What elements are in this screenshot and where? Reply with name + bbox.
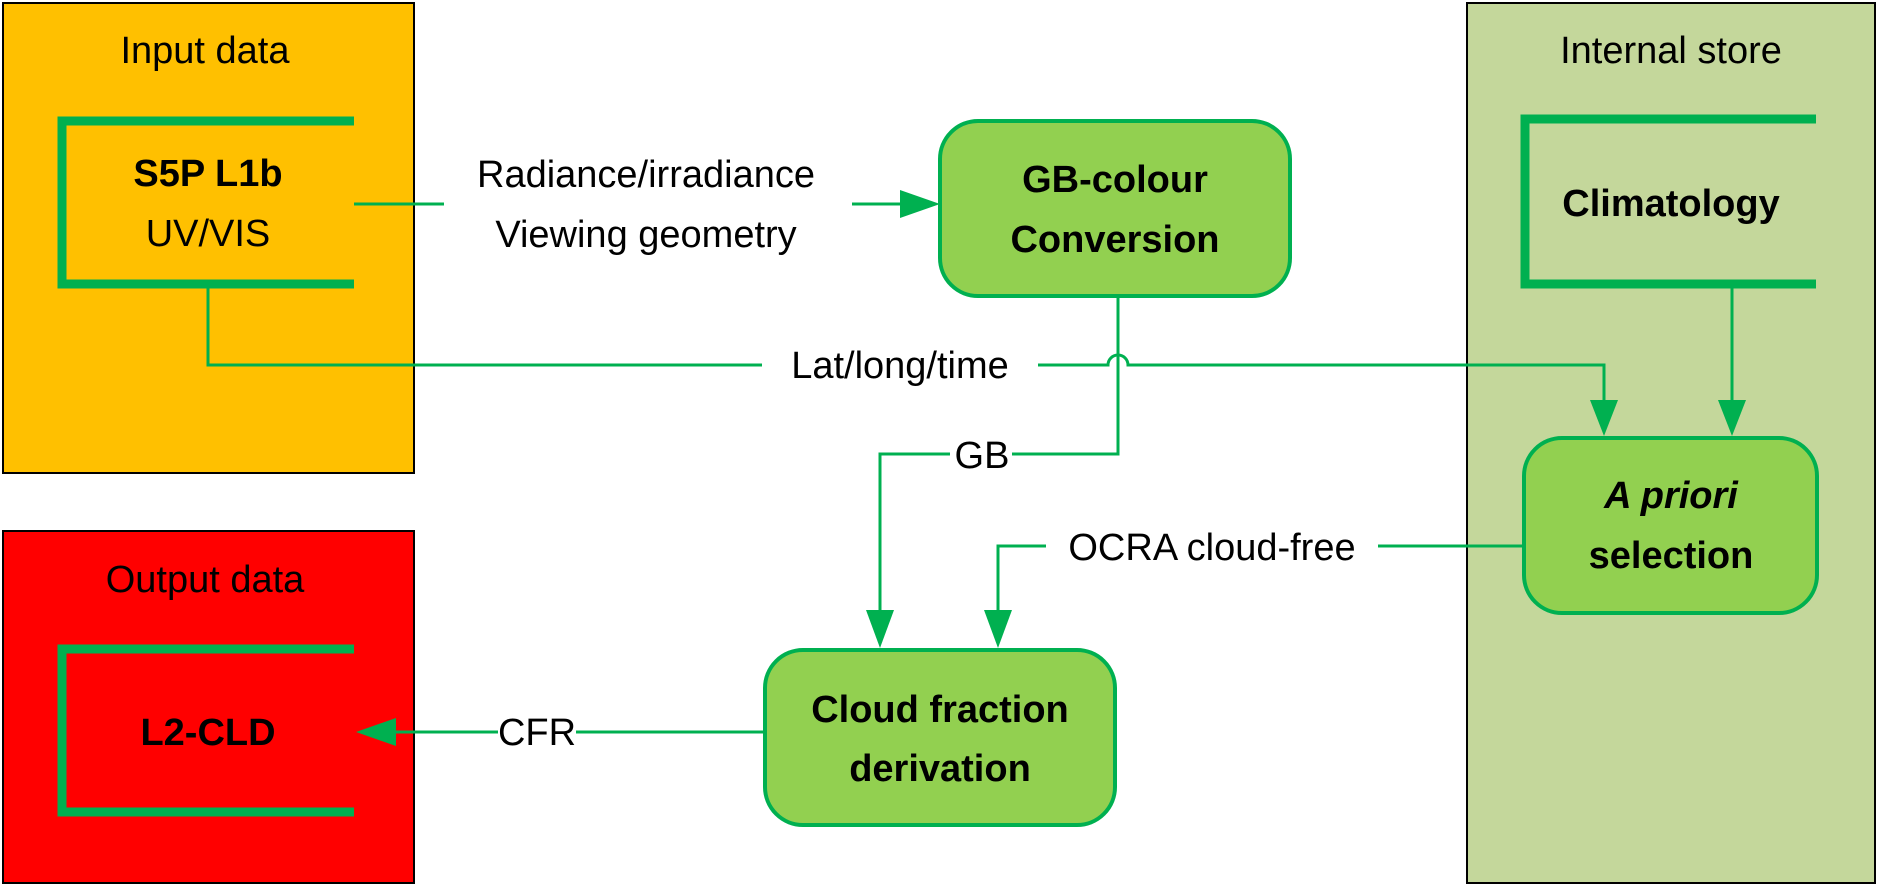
climatology-arrowhead <box>1718 400 1746 436</box>
gb-colour-conversion-process <box>938 119 1292 298</box>
apriori-label: A priori <box>1603 475 1739 517</box>
l2-cld-store <box>57 644 354 817</box>
conversion-label: Conversion <box>1010 219 1219 261</box>
radiance-arrowhead <box>900 190 940 218</box>
cloud-fraction-derivation-process <box>763 648 1117 827</box>
radiance-label: Radiance/irradiance <box>477 154 815 196</box>
cfr-arrowhead <box>356 718 396 746</box>
s5p-l1b-store <box>57 116 354 289</box>
gb-connector-bottom <box>878 452 950 620</box>
climatology-store <box>1520 114 1816 289</box>
ocra-label: OCRA cloud-free <box>1068 527 1355 569</box>
input-data-title: Input data <box>120 30 290 72</box>
viewing-geometry-label: Viewing geometry <box>495 214 796 256</box>
gb-connector-top <box>1012 298 1120 456</box>
l2-cld-label: L2-CLD <box>140 712 275 754</box>
s5p-uvvis-label: UV/VIS <box>146 213 271 255</box>
gb-arrowhead <box>866 610 894 648</box>
cfr-label: CFR <box>498 712 576 754</box>
output-data-title: Output data <box>106 559 305 601</box>
latlong-arrowhead <box>1590 400 1618 436</box>
gb-colour-label: GB-colour <box>1022 159 1208 201</box>
cloud-fraction-label: Cloud fraction <box>811 689 1069 731</box>
input-data-panel <box>2 2 415 474</box>
s5p-l1b-label: S5P L1b <box>133 153 282 195</box>
latlong-connector <box>206 288 762 367</box>
output-data-panel <box>2 530 415 884</box>
latlong-label: Lat/long/time <box>791 345 1009 387</box>
climatology-label: Climatology <box>1562 183 1779 225</box>
ocra-arrowhead <box>984 610 1012 648</box>
internal-store-title: Internal store <box>1560 30 1782 72</box>
gb-label: GB <box>955 435 1010 477</box>
ocra-connector-left <box>996 544 1046 620</box>
derivation-label: derivation <box>849 748 1031 790</box>
selection-label: selection <box>1589 535 1754 577</box>
apriori-selection-process <box>1522 436 1819 615</box>
